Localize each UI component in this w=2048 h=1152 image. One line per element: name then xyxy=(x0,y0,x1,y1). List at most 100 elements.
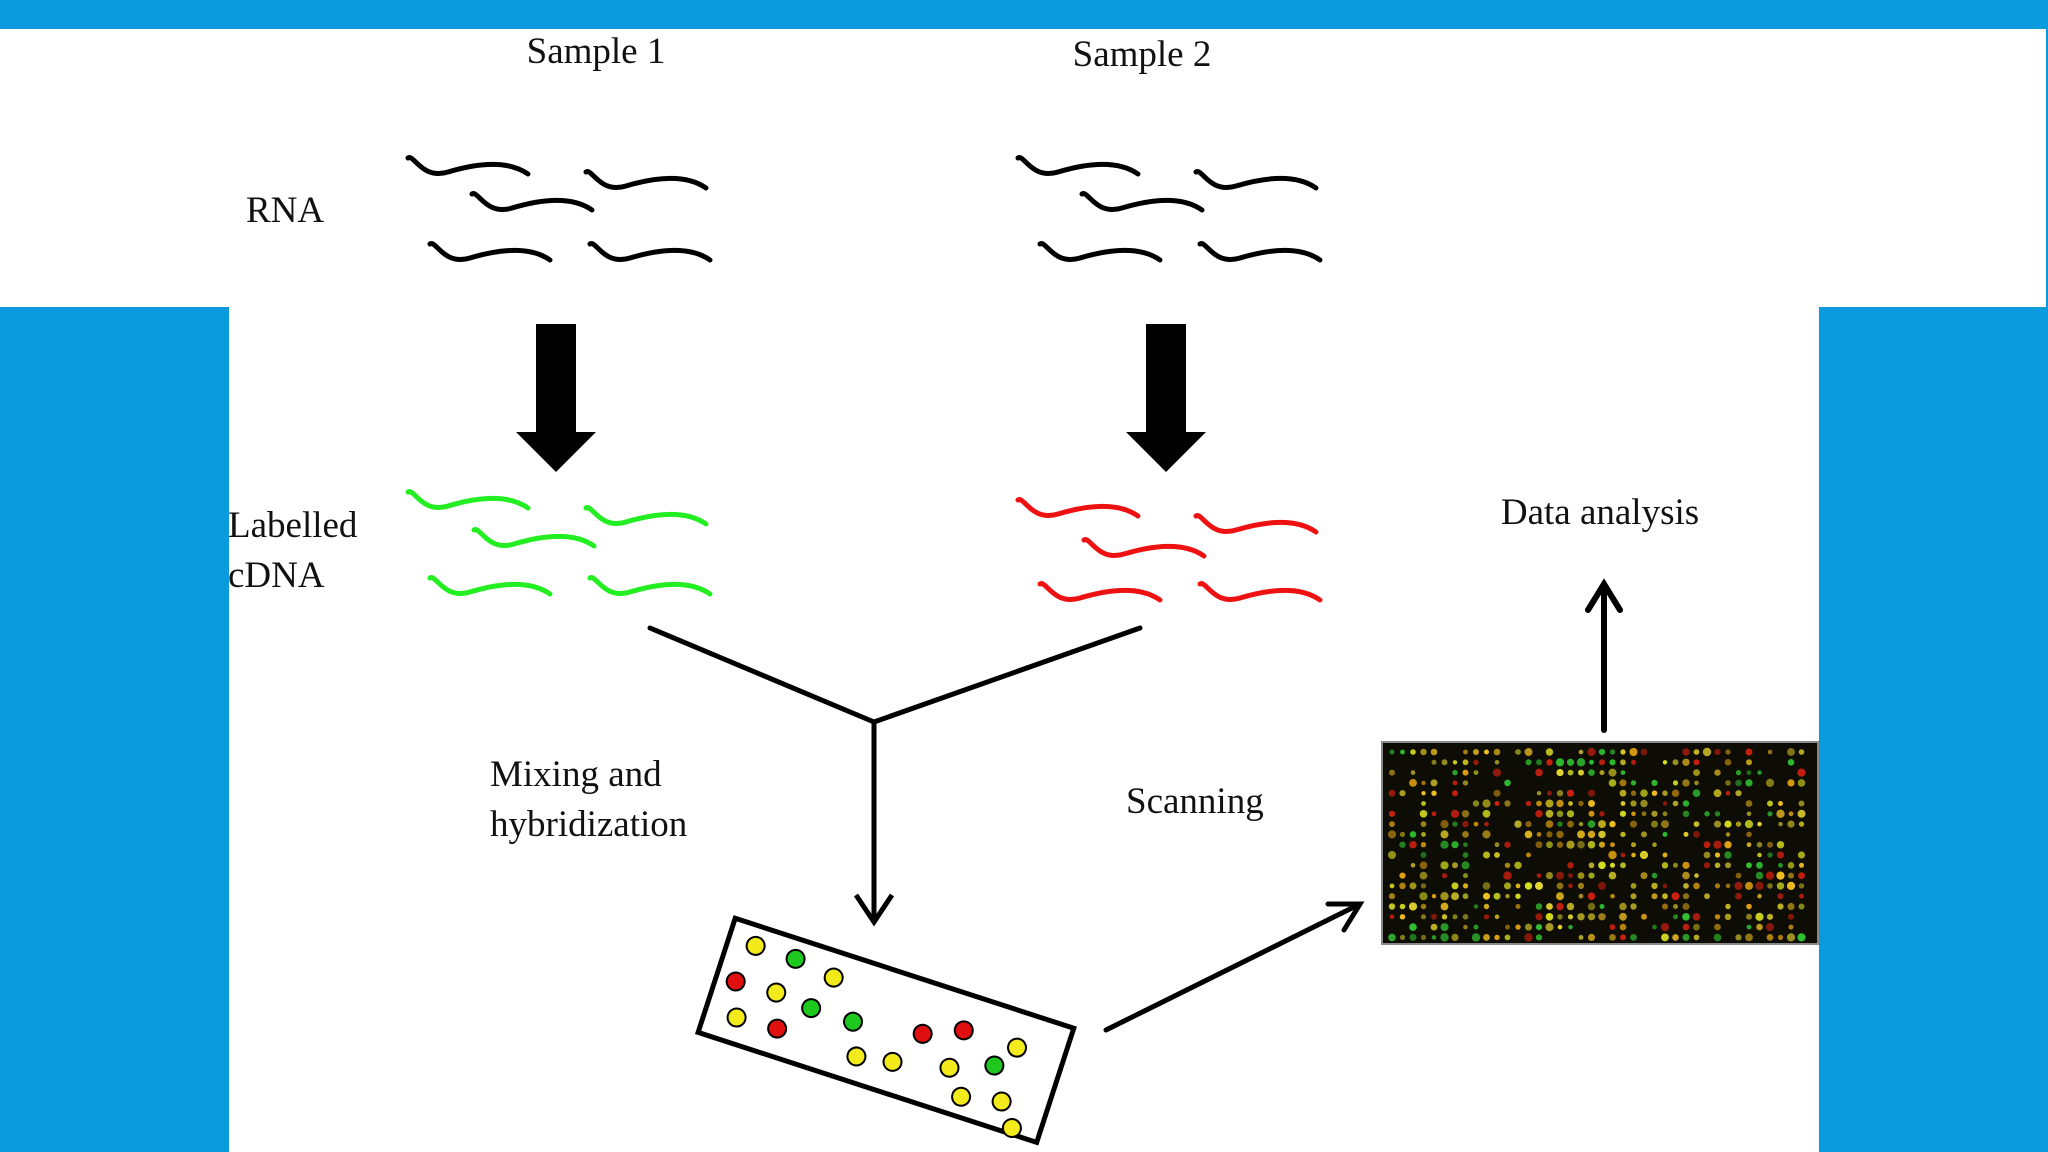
scan-spot xyxy=(1651,810,1658,817)
scan-spot xyxy=(1409,882,1417,890)
scan-spot xyxy=(1536,832,1542,837)
scan-spot xyxy=(1694,873,1699,878)
scan-spot xyxy=(1662,790,1668,796)
scan-spot xyxy=(1735,892,1742,900)
scan-spot xyxy=(1651,872,1658,879)
scan-spot xyxy=(1408,902,1418,911)
scan-spot xyxy=(1673,862,1678,868)
arrow-down-icon xyxy=(1126,324,1206,472)
scan-spot xyxy=(1598,748,1606,756)
scan-spot xyxy=(1682,800,1690,807)
scan-spot xyxy=(1693,769,1700,776)
scan-spot xyxy=(1483,892,1490,900)
scan-spot xyxy=(1786,881,1796,891)
scan-spot xyxy=(1399,841,1406,848)
scan-spot xyxy=(1798,821,1805,827)
scan-spot xyxy=(1765,871,1775,880)
scan-spot xyxy=(1599,770,1605,776)
scan-spot xyxy=(1473,749,1479,755)
scan-spot xyxy=(1631,852,1636,858)
scan-spot xyxy=(1672,934,1679,941)
scan-spot xyxy=(1452,780,1458,786)
scan-spot xyxy=(1578,800,1584,807)
scan-spot xyxy=(1525,923,1532,931)
scan-spot xyxy=(1388,903,1396,910)
scan-spot xyxy=(1598,913,1606,921)
scan-spot xyxy=(1463,749,1468,755)
sample-2-label: Sample 2 xyxy=(1073,34,1212,75)
scan-spot xyxy=(1692,913,1701,921)
scan-spot xyxy=(1703,851,1711,859)
slide-spot xyxy=(725,971,746,992)
scan-spot xyxy=(1494,934,1500,941)
scan-spot xyxy=(1578,893,1584,899)
scan-spot xyxy=(1683,883,1689,889)
scan-spot xyxy=(1588,810,1595,817)
scan-spot xyxy=(1420,748,1427,756)
scan-spot xyxy=(1588,872,1595,879)
scan-spot xyxy=(1504,882,1511,890)
scan-spot xyxy=(1431,790,1437,796)
scan-spot xyxy=(1620,831,1626,838)
scan-spot xyxy=(1535,768,1543,777)
slide-spot xyxy=(939,1057,960,1078)
scan-spot xyxy=(1682,861,1690,869)
scan-spot xyxy=(1735,821,1742,827)
scan-spot xyxy=(1546,759,1553,766)
scan-spot xyxy=(1682,893,1690,900)
scan-spot xyxy=(1609,820,1616,828)
scan-spot xyxy=(1514,861,1522,869)
scan-spot xyxy=(1452,769,1458,776)
slide-spot xyxy=(785,948,806,969)
scan-spot xyxy=(1620,749,1626,755)
scan-spot xyxy=(1682,758,1690,766)
scan-spot xyxy=(1420,883,1427,889)
scan-spot xyxy=(1797,933,1806,942)
scanning-label: Scanning xyxy=(1126,781,1264,822)
scan-spot xyxy=(1472,800,1480,807)
scan-spot xyxy=(1587,840,1596,849)
scan-spot xyxy=(1556,769,1564,777)
scan-spot xyxy=(1619,789,1627,797)
scan-spot xyxy=(1525,759,1532,766)
scan-spot xyxy=(1431,894,1437,899)
scan-spot xyxy=(1662,883,1668,889)
scan-spot xyxy=(1462,893,1469,900)
scan-spot xyxy=(1714,820,1721,828)
scan-spot xyxy=(1651,882,1658,890)
microarray-slide xyxy=(694,915,1077,1146)
scan-spot xyxy=(1714,862,1721,869)
scan-spot xyxy=(1577,840,1585,849)
scan-spot xyxy=(1713,789,1722,798)
scan-spot xyxy=(1777,903,1784,910)
scan-spot xyxy=(1598,861,1606,870)
scan-spot xyxy=(1545,748,1554,756)
scan-spot xyxy=(1662,893,1668,900)
scan-spot xyxy=(1651,779,1658,787)
scan-spot xyxy=(1778,801,1783,806)
scan-spot xyxy=(1766,934,1774,941)
scan-spot xyxy=(1778,821,1783,827)
scan-spot xyxy=(1440,892,1449,901)
scan-spot xyxy=(1693,821,1700,827)
scan-spot xyxy=(1482,809,1491,818)
scan-spot xyxy=(1576,758,1586,767)
scan-spot xyxy=(1640,748,1648,756)
slide-spot xyxy=(991,1091,1012,1112)
scan-spot xyxy=(1682,903,1690,910)
scan-spot xyxy=(1399,872,1406,879)
scan-spot xyxy=(1620,934,1626,941)
scan-spot xyxy=(1419,871,1428,880)
scan-spot xyxy=(1608,850,1617,860)
slide-spot xyxy=(1001,1118,1022,1139)
scan-spot xyxy=(1493,789,1501,797)
scan-spot xyxy=(1535,881,1543,890)
scan-spot xyxy=(1399,882,1406,890)
scan-spot xyxy=(1493,748,1501,756)
scan-spot xyxy=(1630,800,1637,807)
slide-spot xyxy=(767,1018,788,1039)
scan-spot xyxy=(1440,840,1449,849)
scan-spot xyxy=(1389,769,1395,776)
scan-spot xyxy=(1452,760,1458,765)
